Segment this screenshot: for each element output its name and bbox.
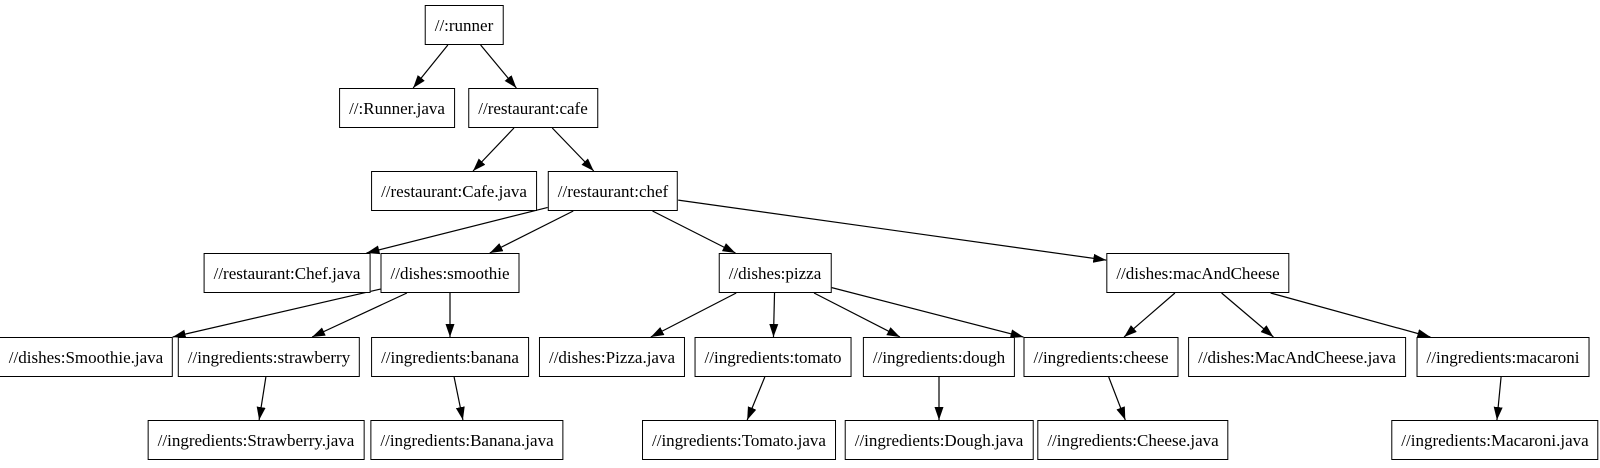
- edge-runner-to-runner-java: [412, 44, 449, 89]
- graph-node-label: //ingredients:tomato: [704, 347, 842, 367]
- edge-runner-to-cafe: [480, 44, 517, 89]
- graph-node-label: //ingredients:dough: [872, 347, 1006, 367]
- graph-node-tomato-java: //ingredients:Tomato.java: [642, 420, 836, 460]
- graph-node-label: //restaurant:cafe: [478, 98, 588, 118]
- edge-cheese-to-cheese-java: [1108, 376, 1126, 421]
- edge-cafe-to-cafe-java: [472, 127, 515, 172]
- graph-node-runner: //:runner: [424, 5, 504, 45]
- edge-mac-and-cheese-to-mac-and-cheese-java: [1221, 292, 1274, 338]
- graph-node-smoothie-java: //dishes:Smoothie.java: [0, 337, 174, 377]
- graph-node-label: //ingredients:macaroni: [1426, 347, 1580, 367]
- edge-smoothie-to-strawberry: [311, 292, 408, 338]
- graph-node-smoothie: //dishes:smoothie: [380, 253, 520, 293]
- graph-node-dough-java: //ingredients:Dough.java: [844, 420, 1034, 460]
- graph-node-mac-and-cheese-java: //dishes:MacAndCheese.java: [1188, 337, 1406, 377]
- graph-node-tomato: //ingredients:tomato: [694, 337, 852, 377]
- edge-chef-to-smoothie: [489, 210, 574, 254]
- edge-chef-to-chef-java: [366, 206, 548, 255]
- graph-node-banana-java: //ingredients:Banana.java: [370, 420, 564, 460]
- graph-node-label: //dishes:smoothie: [390, 263, 510, 283]
- graph-node-label: //:Runner.java: [349, 98, 445, 118]
- edge-cafe-to-chef: [551, 127, 595, 172]
- edge-mac-and-cheese-to-cheese: [1123, 292, 1176, 338]
- edge-banana-to-banana-java: [453, 376, 465, 421]
- graph-node-label: //ingredients:Tomato.java: [652, 430, 826, 450]
- graph-node-label: //dishes:macAndCheese: [1116, 263, 1280, 283]
- graph-node-pizza-java: //dishes:Pizza.java: [538, 337, 686, 377]
- graph-node-dough: //ingredients:dough: [862, 337, 1016, 377]
- graph-node-runner-java: //:Runner.java: [339, 88, 455, 128]
- graph-node-label: //dishes:pizza: [728, 263, 822, 283]
- edge-pizza-to-pizza-java: [650, 292, 737, 338]
- graph-node-label: //ingredients:Macaroni.java: [1401, 430, 1589, 450]
- edge-pizza-to-cheese: [831, 286, 1024, 339]
- edge-chef-to-pizza: [652, 210, 736, 254]
- graph-node-label: //ingredients:strawberry: [187, 347, 351, 367]
- edge-strawberry-to-strawberry-java: [256, 376, 267, 421]
- graph-node-macaroni-java: //ingredients:Macaroni.java: [1391, 420, 1599, 460]
- edge-pizza-to-dough: [813, 292, 901, 338]
- graph-node-cafe-java: //restaurant:Cafe.java: [371, 171, 537, 211]
- graph-node-label: //restaurant:chef: [557, 181, 669, 201]
- graph-node-chef: //restaurant:chef: [547, 171, 679, 211]
- graph-node-label: //ingredients:banana: [381, 347, 519, 367]
- graph-node-label: //dishes:MacAndCheese.java: [1198, 347, 1396, 367]
- graph-node-label: //ingredients:cheese: [1033, 347, 1169, 367]
- edge-tomato-to-tomato-java: [746, 376, 766, 421]
- graph-node-cheese: //ingredients:cheese: [1023, 337, 1179, 377]
- edge-chef-to-mac-and-cheese: [678, 199, 1107, 263]
- edge-macaroni-to-macaroni-java: [1493, 376, 1503, 421]
- edge-pizza-to-tomato: [769, 292, 779, 338]
- graph-node-label: //ingredients:Banana.java: [380, 430, 554, 450]
- graph-node-banana: //ingredients:banana: [371, 337, 529, 377]
- graph-node-strawberry: //ingredients:strawberry: [177, 337, 361, 377]
- graph-node-label: //dishes:Smoothie.java: [8, 347, 164, 367]
- graph-node-strawberry-java: //ingredients:Strawberry.java: [147, 420, 365, 460]
- graph-node-cafe: //restaurant:cafe: [468, 88, 598, 128]
- graph-node-label: //:runner: [434, 15, 494, 35]
- graph-node-label: //restaurant:Cafe.java: [381, 181, 527, 201]
- graph-node-label: //ingredients:Strawberry.java: [157, 430, 355, 450]
- graph-node-pizza: //dishes:pizza: [718, 253, 832, 293]
- graph-node-label: //ingredients:Cheese.java: [1047, 430, 1219, 450]
- edge-smoothie-to-smoothie-java: [172, 288, 381, 339]
- graph-node-label: //restaurant:Chef.java: [213, 263, 361, 283]
- graph-node-label: //dishes:Pizza.java: [548, 347, 676, 367]
- graph-node-chef-java: //restaurant:Chef.java: [203, 253, 371, 293]
- edge-mac-and-cheese-to-macaroni: [1270, 292, 1431, 338]
- graph-node-macaroni: //ingredients:macaroni: [1416, 337, 1590, 377]
- graph-node-cheese-java: //ingredients:Cheese.java: [1037, 420, 1229, 460]
- graph-node-mac-and-cheese: //dishes:macAndCheese: [1106, 253, 1290, 293]
- graph-node-label: //ingredients:Dough.java: [854, 430, 1024, 450]
